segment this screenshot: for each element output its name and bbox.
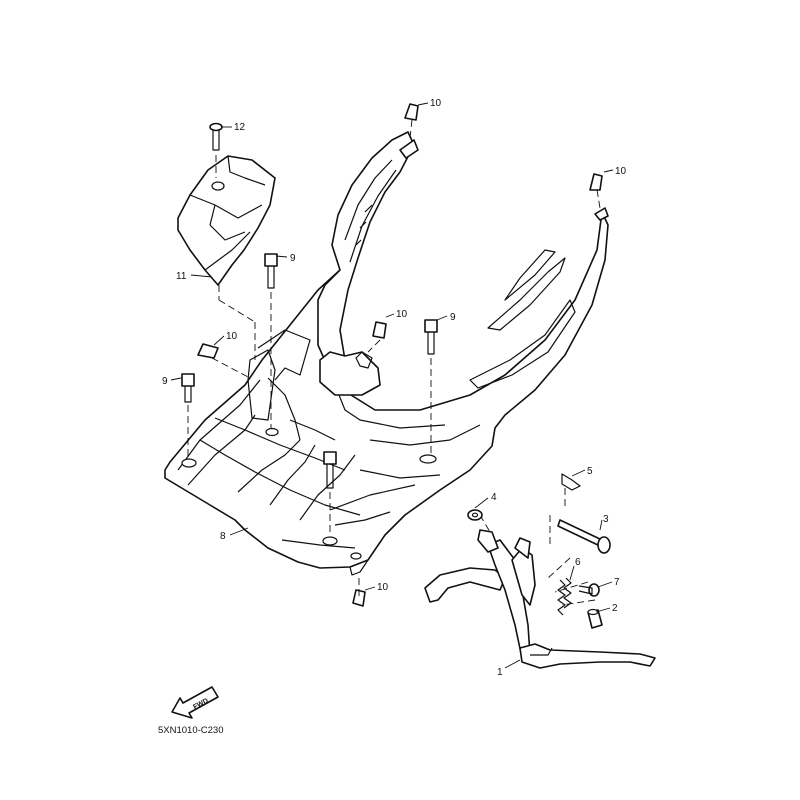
- callout-5: 5: [587, 466, 593, 477]
- part-11-side-cover: [177, 155, 276, 286]
- callout-8: 8: [220, 531, 226, 542]
- callout-9: 9: [162, 376, 168, 387]
- part-10-clip-nut-center: [372, 321, 387, 339]
- callout-11: 11: [176, 271, 187, 282]
- callout-10: 10: [226, 331, 238, 342]
- part-1-main-stand: [424, 529, 656, 669]
- callout-10: 10: [377, 582, 389, 593]
- callout-2: 2: [612, 603, 618, 614]
- part-5-cotter-pin: [561, 473, 581, 491]
- callout-4: 4: [491, 492, 497, 503]
- part-9-bolt-b: [424, 319, 438, 355]
- part-10-clip-nut-left: [197, 343, 219, 359]
- alignment-lines: [187, 119, 601, 606]
- callout-1: 1: [497, 667, 503, 678]
- callout-9: 9: [450, 312, 456, 323]
- leader-lines: [170, 102, 614, 669]
- callout-10: 10: [430, 98, 442, 109]
- part-6-spring: [557, 577, 572, 616]
- part-2-stopper-cap: [587, 608, 603, 629]
- leg-shield-arch: [317, 131, 415, 396]
- part-10-clip-nut-right: [589, 173, 609, 221]
- part-3-shaft: [557, 519, 611, 554]
- callout-9: 9: [290, 253, 296, 264]
- part-7-pin: [578, 583, 600, 597]
- part-9-bolt-d: [323, 451, 337, 489]
- callout-10: 10: [615, 166, 627, 177]
- part-12-screw: [209, 122, 223, 151]
- diagram-code: 5XN1010-C230: [158, 725, 224, 736]
- callout-7: 7: [614, 577, 620, 588]
- callout-6: 6: [575, 557, 581, 568]
- callout-labels: 12 10 10 10 10 10 9 9 9 11 8 4 5 3 6 7 2…: [162, 98, 627, 678]
- part-10-clip-nut-top: [399, 103, 419, 159]
- fwd-arrow-icon: FWD: [171, 686, 219, 719]
- part-9-bolt-a: [264, 253, 278, 289]
- part-9-bolt-c: [181, 373, 195, 403]
- callout-12: 12: [234, 122, 246, 133]
- part-10-clip-nut-bottom: [352, 589, 366, 607]
- callout-10: 10: [396, 309, 408, 320]
- callout-3: 3: [603, 514, 609, 525]
- part-4-washer: [467, 509, 483, 521]
